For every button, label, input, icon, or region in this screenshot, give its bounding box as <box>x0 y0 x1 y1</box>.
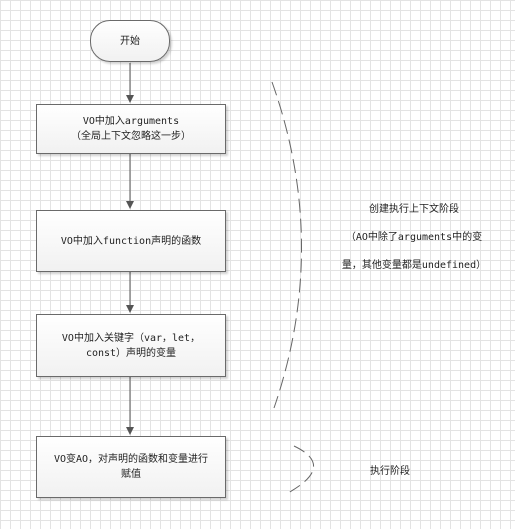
creation-phase-annotation: 创建执行上下文阶段 （AO中除了arguments中的变 量，其他变量都是und… <box>324 189 504 287</box>
execution-phase-title: 执行阶段 <box>370 466 410 477</box>
step-add-variables[interactable]: VO中加入关键字（var，let， const）声明的变量 <box>36 314 226 377</box>
step-add-variables-line2: const）声明的变量 <box>85 347 177 359</box>
step-vo-to-ao[interactable]: VO变AO，对声明的函数和变量进行 赋值 <box>36 436 226 498</box>
step-add-functions[interactable]: VO中加入function声明的函数 <box>36 210 226 272</box>
execution-phase-annotation: 执行阶段 <box>350 451 430 493</box>
creation-phase-note-line2: 量，其他变量都是undefined） <box>341 260 487 271</box>
step-add-arguments[interactable]: VO中加入arguments （全局上下文忽略这一步） <box>36 104 226 154</box>
step-add-arguments-line1: VO中加入arguments <box>82 116 180 127</box>
start-node-label: 开始 <box>120 35 140 47</box>
creation-phase-brace <box>271 81 302 409</box>
step-add-arguments-line2: （全局上下文忽略这一步） <box>71 131 191 142</box>
step-add-variables-line1: VO中加入关键字（var，let， <box>61 332 201 344</box>
creation-phase-title: 创建执行上下文阶段 <box>369 204 459 215</box>
start-node[interactable]: 开始 <box>90 20 170 62</box>
step-add-functions-label: VO中加入function声明的函数 <box>60 235 202 247</box>
creation-phase-note-line1: （AO中除了arguments中的变 <box>345 232 483 243</box>
step-vo-to-ao-line2: 赋值 <box>121 469 141 480</box>
execution-phase-brace <box>287 445 314 494</box>
step-vo-to-ao-line1: VO变AO，对声明的函数和变量进行 <box>53 454 209 465</box>
